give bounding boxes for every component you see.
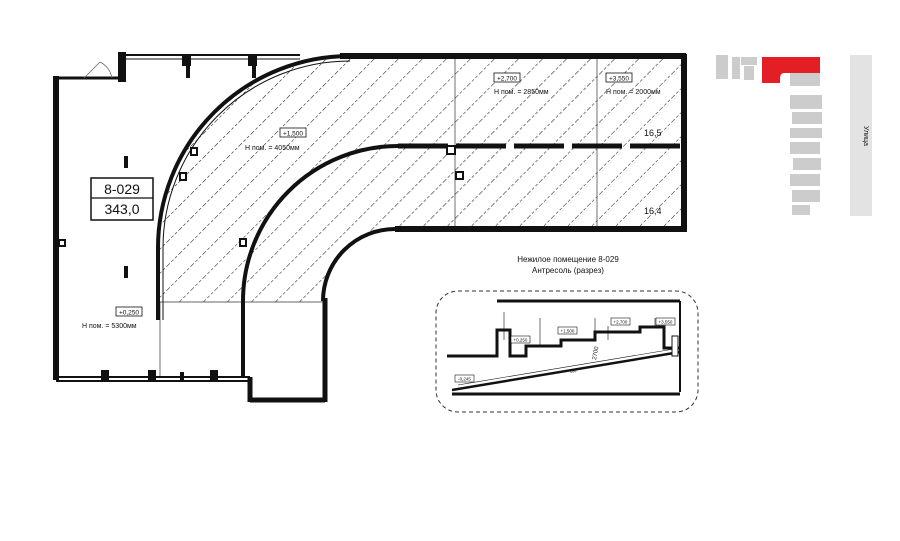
street-label: Улица (862, 126, 869, 146)
section-dim-small: 100 (569, 368, 577, 374)
key-plan (716, 55, 872, 216)
section-elev-d: +3,550 (659, 320, 673, 325)
unit-code: 8-029 (104, 181, 140, 197)
section-elev-e: -0,245 (458, 377, 471, 382)
outer-walls (53, 52, 687, 403)
area-lower: 16,4 (644, 206, 662, 216)
section-tags (454, 317, 676, 383)
unit-area: 343,0 (104, 201, 139, 217)
section-elev-a: +0,250 (514, 338, 528, 343)
door-swing (83, 61, 113, 79)
height-mezz2: H пом. = 2850мм (494, 89, 549, 96)
elev-main: +0,250 (119, 310, 139, 317)
section-elev-b: +1,500 (561, 329, 575, 334)
height-mezz1: H пом. = 4050мм (245, 145, 300, 152)
section-dim-diag: 2700 (592, 346, 600, 361)
columns (101, 56, 257, 382)
elevation-tags (115, 72, 633, 317)
section-title-line2: Антресоль (разрез) (532, 266, 604, 275)
height-main: H пом. = 5300мм (82, 323, 137, 330)
elev-mezz2: +2,700 (497, 76, 517, 83)
hollow-columns (58, 145, 464, 247)
section-frame (435, 290, 699, 413)
area-upper: 16,5 (644, 128, 662, 138)
section-elev-c: +2,700 (614, 320, 628, 325)
height-mezz3: H пом. = 2000мм (606, 89, 661, 96)
elev-mezz1: +1,500 (283, 131, 303, 138)
section-title-line1: Нежилое помещение 8-029 (517, 255, 619, 264)
mezzanine-hatch (160, 58, 684, 302)
unit-label-box (90, 177, 154, 221)
section-drawing (447, 299, 681, 396)
elev-mezz3: +3,550 (609, 76, 629, 83)
